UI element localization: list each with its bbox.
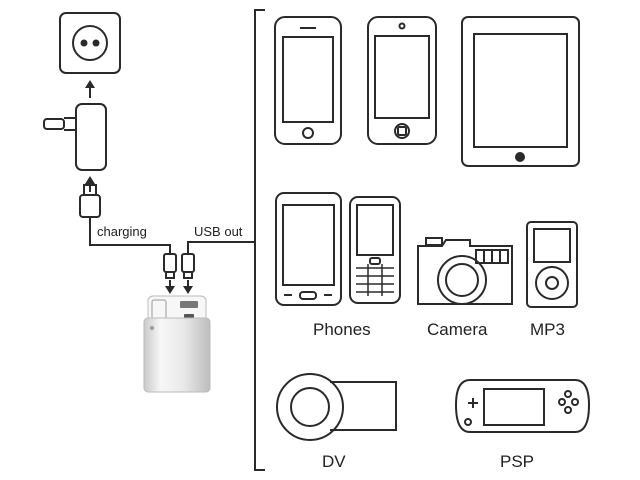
usb-out-cable <box>187 241 255 254</box>
camcorder-icon <box>276 373 397 441</box>
arrow-up-to-charger <box>85 176 95 192</box>
media-player-icon <box>367 16 437 145</box>
tablet-icon <box>461 16 580 167</box>
psp-label: PSP <box>500 452 535 471</box>
mp3-player-icon <box>526 221 578 308</box>
device-group-bracket <box>254 9 265 471</box>
psp-console-icon <box>454 379 591 433</box>
arrow-up-to-socket <box>85 80 95 98</box>
charging-cable <box>89 217 171 254</box>
charging-label: charging <box>97 224 147 239</box>
camera-icon <box>417 237 513 305</box>
mp3-label: MP3 <box>530 320 565 339</box>
usb-connector-icon <box>181 253 195 279</box>
arrows-into-power-bank <box>165 280 193 294</box>
usb-out-label: USB out <box>194 224 243 239</box>
android-phone-icon <box>275 192 342 306</box>
keypad-phone-icon <box>349 196 401 304</box>
micro-usb-connector-icon <box>163 253 177 279</box>
dv-label: DV <box>322 452 346 471</box>
power-bank-image <box>143 295 211 393</box>
wall-socket-icon <box>59 12 121 74</box>
camera-label: Camera <box>427 320 488 339</box>
wall-charger-icon <box>43 103 107 171</box>
smartphone-icon <box>274 16 342 145</box>
phones-label: Phones <box>313 320 371 339</box>
